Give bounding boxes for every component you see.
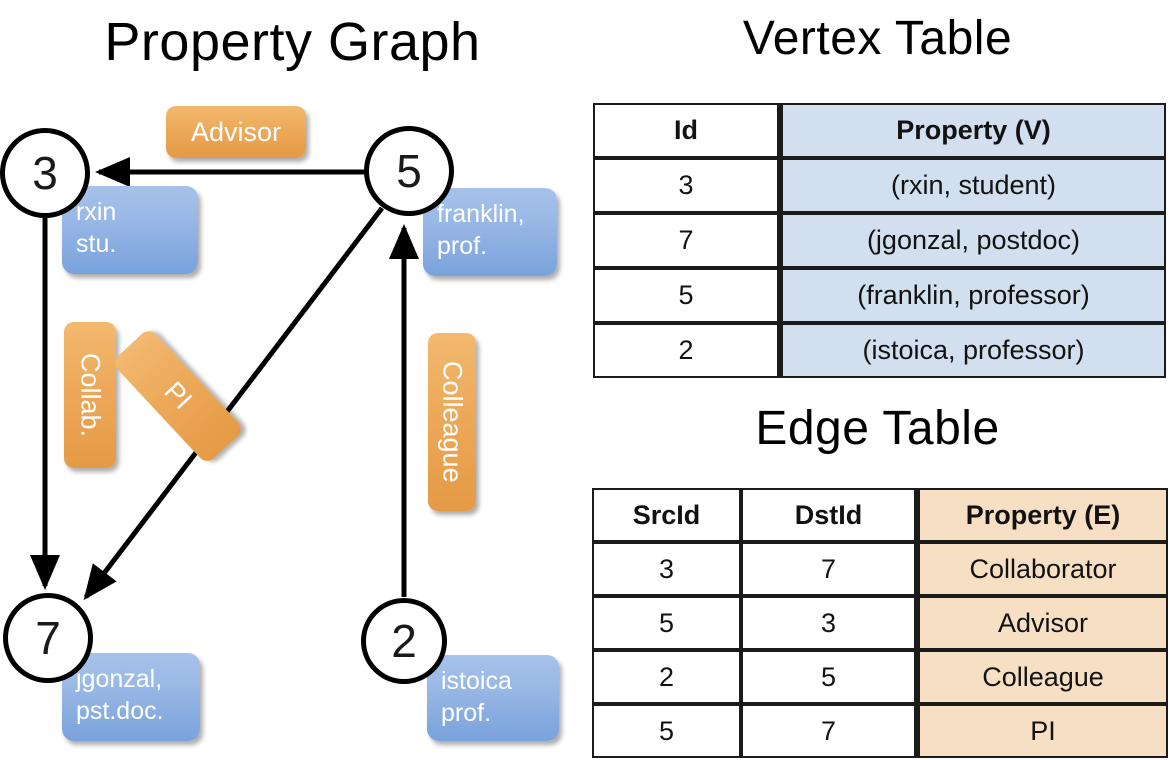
edge-row-2-property: Colleague xyxy=(916,650,1168,704)
vertex-row-2-id: 5 xyxy=(593,268,779,323)
vertex-table: Id Property (V) 3 (rxin, student) 7 (jgo… xyxy=(593,103,1166,378)
edge-row-0-dst: 7 xyxy=(741,542,916,596)
vertex-table-header-id: Id xyxy=(593,103,779,158)
graph-node-5[interactable]: 5 xyxy=(364,126,454,216)
page-title-edge-table: Edge Table xyxy=(755,402,1000,455)
vertex-property-jgonzal-name: jgonzal, xyxy=(76,665,163,693)
edge-row-2-dst: 5 xyxy=(741,650,916,704)
vertex-row-1-property: (jgonzal, postdoc) xyxy=(779,213,1166,268)
vertex-property-jgonzal-role: pst.doc. xyxy=(76,697,164,725)
edge-table-header-property: Property (E) xyxy=(916,488,1168,542)
graph-node-3[interactable]: 3 xyxy=(0,128,90,218)
page-title-vertex-table: Vertex Table xyxy=(742,12,1013,65)
edge-row-3-src: 5 xyxy=(592,704,741,758)
vertex-property-box-franklin: franklin, prof. xyxy=(423,188,557,276)
graph-edges-svg xyxy=(30,157,419,601)
vertex-property-franklin-role: prof. xyxy=(437,232,488,260)
edge-row-3-dst: 7 xyxy=(741,704,916,758)
vertex-property-rxin-name: rxin xyxy=(76,198,117,226)
vertex-table-header-row: Id Property (V) xyxy=(593,103,1166,158)
table-row: 3 7 Collaborator xyxy=(592,542,1168,596)
vertex-row-3-id: 2 xyxy=(593,323,779,378)
vertex-row-0-property: (rxin, student) xyxy=(779,158,1166,213)
vertex-row-1-id: 7 xyxy=(593,213,779,268)
edge-5-to-7-pi xyxy=(83,206,384,601)
table-row: 3 (rxin, student) xyxy=(593,158,1166,213)
edge-label-pi-text: PI xyxy=(158,376,199,416)
graph-node-2-label: 2 xyxy=(391,615,417,667)
edge-table-header-row: SrcId DstId Property (E) xyxy=(592,488,1168,542)
edge-row-1-dst: 3 xyxy=(741,596,916,650)
vertex-property-box-jgonzal: jgonzal, pst.doc. xyxy=(62,653,200,741)
edge-table-header-srcid: SrcId xyxy=(592,488,741,542)
vertex-property-box-rxin: rxin stu. xyxy=(62,186,198,274)
vertex-property-istoica-name: istoica xyxy=(441,667,512,695)
table-row: 2 5 Colleague xyxy=(592,650,1168,704)
graph-node-2[interactable]: 2 xyxy=(361,598,447,684)
vertex-row-2-property: (franklin, professor) xyxy=(779,268,1166,323)
edge-row-0-property: Collaborator xyxy=(916,542,1168,596)
edge-table: SrcId DstId Property (E) 3 7 Collaborato… xyxy=(592,488,1168,758)
table-row: 5 7 PI xyxy=(592,704,1168,758)
edge-label-advisor: Advisor xyxy=(166,106,306,158)
vertex-property-box-istoica: istoica prof. xyxy=(427,655,559,741)
edge-row-0-src: 3 xyxy=(592,542,741,596)
edge-label-collab: Collab. xyxy=(64,322,116,468)
vertex-property-istoica-role: prof. xyxy=(441,699,492,727)
edge-row-1-src: 5 xyxy=(592,596,741,650)
table-row: 7 (jgonzal, postdoc) xyxy=(593,213,1166,268)
edge-row-3-property: PI xyxy=(916,704,1168,758)
table-row: 5 (franklin, professor) xyxy=(593,268,1166,323)
property-graph-diagram: Advisor Collab. PI Colleague rxin stu. f… xyxy=(0,106,559,741)
edge-label-collab-text: Collab. xyxy=(75,352,106,438)
edge-row-2-src: 2 xyxy=(592,650,741,704)
graph-node-5-label: 5 xyxy=(396,145,422,197)
vertex-property-franklin-name: franklin, xyxy=(437,200,525,228)
edge-label-colleague: Colleague xyxy=(428,333,476,511)
vertex-row-3-property: (istoica, professor) xyxy=(779,323,1166,378)
edge-label-colleague-text: Colleague xyxy=(437,361,468,483)
edge-table-header-dstid: DstId xyxy=(741,488,916,542)
edge-row-1-property: Advisor xyxy=(916,596,1168,650)
table-row: 2 (istoica, professor) xyxy=(593,323,1166,378)
table-row: 5 3 Advisor xyxy=(592,596,1168,650)
vertex-row-0-id: 3 xyxy=(593,158,779,213)
graph-node-7-label: 7 xyxy=(35,612,61,664)
vertex-table-header-property: Property (V) xyxy=(779,103,1166,158)
page-title-property-graph: Property Graph xyxy=(104,12,481,72)
edge-label-advisor-text: Advisor xyxy=(190,116,282,147)
vertex-property-rxin-role: stu. xyxy=(76,230,117,258)
graph-node-7[interactable]: 7 xyxy=(3,593,93,683)
graph-node-3-label: 3 xyxy=(32,147,58,199)
